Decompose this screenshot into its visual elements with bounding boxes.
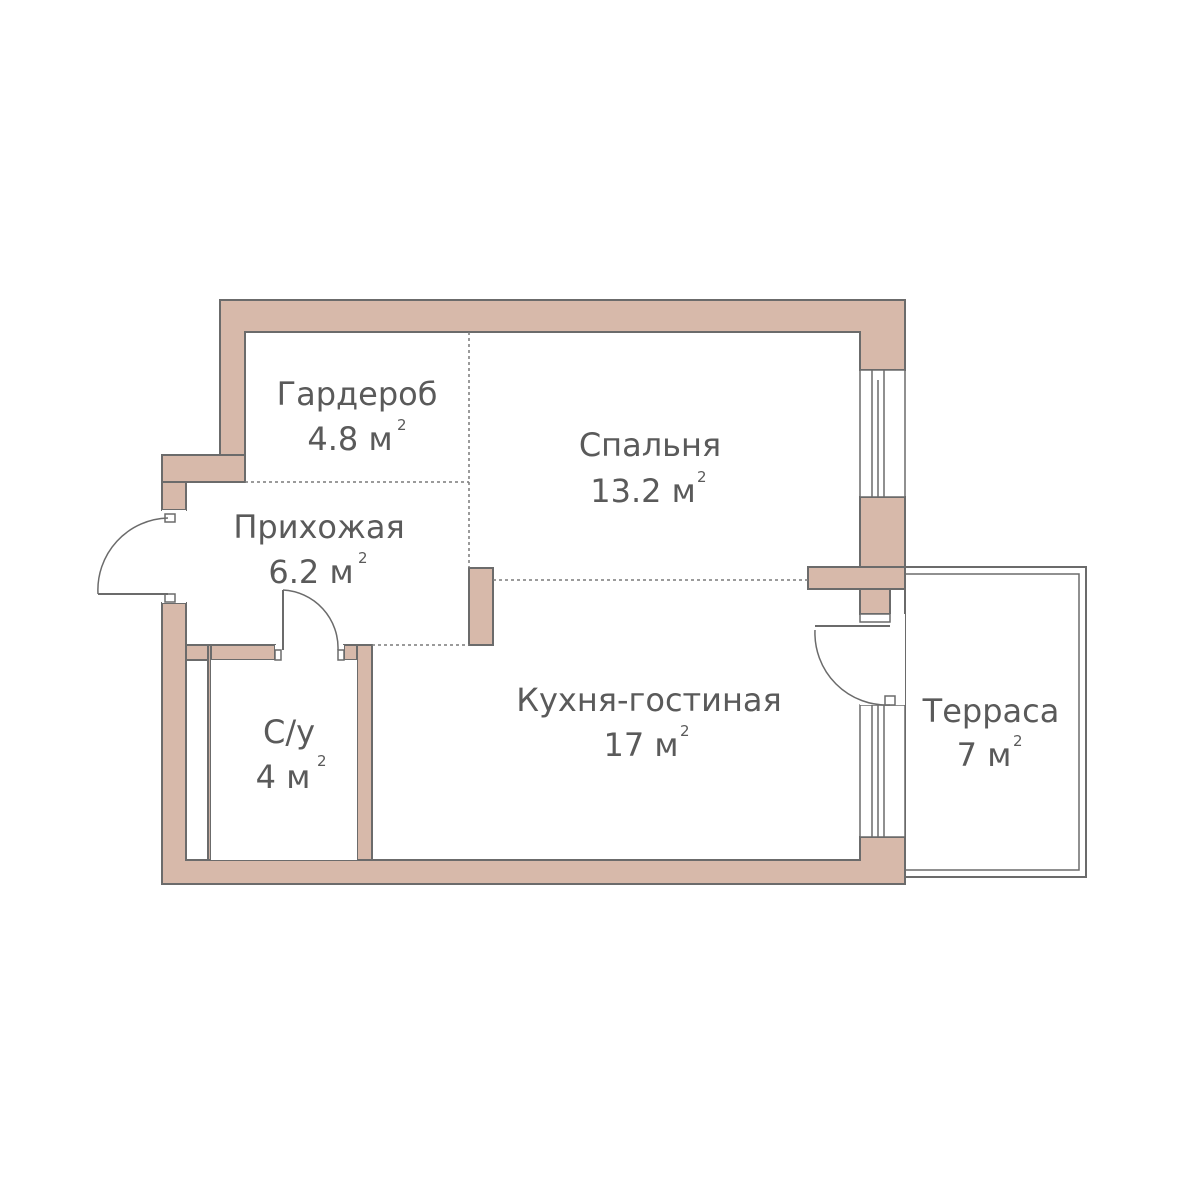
label-hallway: Прихожая 6.2 м 2 [233,508,404,591]
room-area: 4 м [256,758,311,796]
terrace-door[interactable] [814,613,905,706]
area-unit-sup: 2 [358,549,368,567]
room-name: Кухня-гостиная [516,681,782,719]
room-name: Терраса [922,692,1060,730]
room-name: Гардероб [277,375,438,413]
room-name: Прихожая [233,508,404,546]
area-unit-sup: 2 [697,468,707,486]
label-bathroom: С/у 4 м 2 [256,713,327,796]
room-name: Спальня [579,426,721,464]
label-wardrobe: Гардероб 4.8 м 2 [277,375,438,458]
room-area: 7 м [957,736,1012,774]
bathroom-door[interactable] [274,589,345,661]
entrance-door[interactable] [97,510,186,603]
area-unit-sup: 2 [1013,732,1023,750]
room-name: С/у [263,713,315,751]
label-bedroom: Спальня 13.2 м 2 [579,426,721,510]
area-unit-sup: 2 [397,416,407,434]
bathroom-floor [211,660,357,860]
area-unit-sup: 2 [317,752,327,770]
room-area: 4.8 м [307,420,392,458]
room-area: 13.2 м [590,472,696,510]
label-kitchen: Кухня-гостиная 17 м 2 [516,681,782,764]
area-unit-sup: 2 [680,722,690,740]
window-kitchen [859,704,906,838]
label-terrace: Терраса 7 м 2 [922,692,1060,774]
outer-walls [161,299,906,885]
window-bedroom [859,369,906,498]
zone-dividers [245,332,808,646]
room-area: 6.2 м [268,553,353,591]
room-area: 17 м [603,726,678,764]
